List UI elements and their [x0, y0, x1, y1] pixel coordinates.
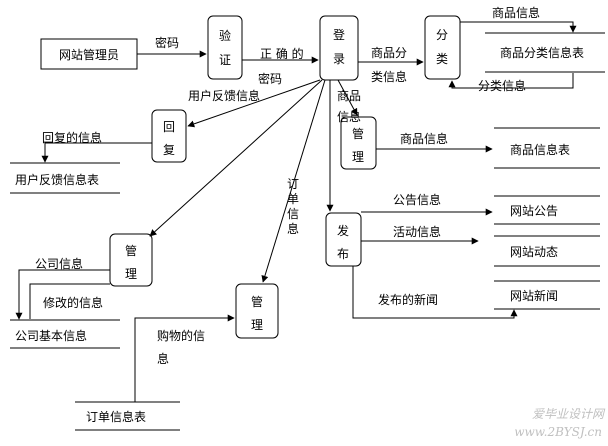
svg-text:订单信息表: 订单信息表: [86, 409, 146, 424]
watermark-title: 爱毕业设计网: [532, 407, 606, 421]
svg-text:管: 管: [125, 243, 137, 258]
flow-purchase-info: 购物的信 息: [134, 314, 235, 402]
process-manage-goods: 管 理: [340, 116, 377, 170]
svg-text:订: 订: [287, 177, 299, 191]
svg-text:商品分类信息表: 商品分类信息表: [500, 45, 584, 60]
svg-text:用户反馈信息表: 用户反馈信息表: [15, 172, 99, 187]
watermark: 爱毕业设计网 www.2BYSJ.cn: [514, 407, 606, 439]
svg-text:分: 分: [436, 28, 448, 42]
flow-activity-info: 活动信息: [361, 224, 479, 245]
watermark-url: www.2BYSJ.cn: [514, 425, 602, 439]
svg-text:类信息: 类信息: [371, 69, 407, 84]
store-activity: 网站动态: [494, 235, 600, 267]
flow-order-info: 订 单 信 息: [261, 79, 326, 283]
svg-text:发: 发: [337, 223, 349, 238]
flow-correct-password: 正 确 的 密码: [242, 46, 319, 86]
svg-text:密码: 密码: [258, 71, 282, 86]
store-notice: 网站公告: [494, 195, 600, 225]
svg-text:正 确 的: 正 确 的: [260, 46, 304, 61]
svg-text:息: 息: [157, 351, 169, 366]
store-goods-info: 商品信息表: [494, 127, 600, 169]
svg-text:验: 验: [219, 28, 231, 43]
svg-text:管: 管: [251, 294, 263, 309]
entity-admin: 网站管理员: [40, 38, 138, 70]
flow-goods-info-vertical: 商品 信息: [337, 79, 361, 124]
flow-login-company: [149, 79, 323, 237]
flow-password: 密码: [137, 35, 207, 58]
flow-modified-info: 修改的信息: [29, 283, 110, 319]
svg-text:录: 录: [333, 52, 345, 66]
flow-company-info: 公司信息: [15, 256, 110, 320]
store-news: 网站新闻: [494, 280, 600, 310]
process-publish: 发 布: [325, 212, 362, 267]
process-login: 登 录: [319, 15, 359, 81]
svg-text:息: 息: [287, 221, 299, 236]
svg-text:分类信息: 分类信息: [478, 78, 526, 93]
flow-feedback-info: 用户反馈信息: [187, 79, 321, 128]
svg-text:公司信息: 公司信息: [35, 256, 83, 271]
svg-text:发布的新闻: 发布的新闻: [378, 292, 438, 307]
store-company: 公司基本信息: [10, 319, 120, 349]
process-classify: 分 类: [424, 15, 461, 80]
svg-text:购物的信: 购物的信: [157, 328, 205, 343]
svg-text:密码: 密码: [155, 35, 179, 50]
flow-class-info: 分类信息: [448, 73, 574, 93]
flow-goods-info-top: 商品信息: [460, 5, 577, 33]
process-manage-orders: 管 理: [235, 283, 279, 339]
store-feedback: 用户反馈信息表: [10, 162, 120, 194]
flow-published-news: 发布的新闻: [352, 266, 518, 319]
svg-text:商品分: 商品分: [371, 45, 407, 60]
svg-text:用户反馈信息: 用户反馈信息: [188, 88, 260, 103]
svg-text:理: 理: [352, 150, 364, 164]
flow-goods-info-mid: 商品信息: [376, 131, 493, 153]
svg-text:理: 理: [251, 318, 263, 332]
svg-text:布: 布: [337, 247, 349, 261]
flow-reply-info: 回复的信息: [41, 130, 152, 163]
svg-text:商品信息: 商品信息: [492, 5, 540, 20]
entity-admin-label: 网站管理员: [59, 47, 119, 62]
store-orders: 订单信息表: [75, 401, 180, 431]
svg-text:公司基本信息: 公司基本信息: [15, 328, 87, 343]
svg-text:类: 类: [436, 52, 448, 66]
svg-text:证: 证: [219, 53, 231, 67]
svg-text:复: 复: [163, 143, 175, 157]
svg-text:网站公告: 网站公告: [510, 204, 558, 218]
process-manage-company: 管 理: [109, 233, 153, 287]
flow-notice-info: 公告信息: [361, 192, 493, 216]
svg-text:信息: 信息: [337, 109, 361, 124]
store-goods-class: 商品分类信息表: [485, 32, 605, 73]
svg-text:理: 理: [125, 267, 137, 281]
svg-text:商品信息表: 商品信息表: [510, 142, 570, 157]
svg-text:信: 信: [287, 207, 299, 221]
flow-goods-class-info: 商品分 类信息: [358, 45, 424, 84]
svg-text:修改的信息: 修改的信息: [43, 295, 103, 310]
process-reply: 回 复: [151, 109, 187, 163]
svg-text:网站动态: 网站动态: [510, 245, 558, 259]
svg-text:公告信息: 公告信息: [393, 192, 441, 207]
svg-text:回复的信息: 回复的信息: [42, 130, 102, 145]
svg-text:管: 管: [352, 126, 364, 141]
svg-text:活动信息: 活动信息: [393, 224, 441, 239]
svg-text:商品信息: 商品信息: [400, 131, 448, 146]
svg-text:单: 单: [287, 192, 299, 206]
process-verify: 验 证: [207, 15, 243, 80]
svg-text:登: 登: [333, 27, 345, 42]
svg-text:回: 回: [163, 120, 175, 134]
svg-text:网站新闻: 网站新闻: [510, 288, 558, 303]
svg-text:商品: 商品: [337, 88, 361, 103]
